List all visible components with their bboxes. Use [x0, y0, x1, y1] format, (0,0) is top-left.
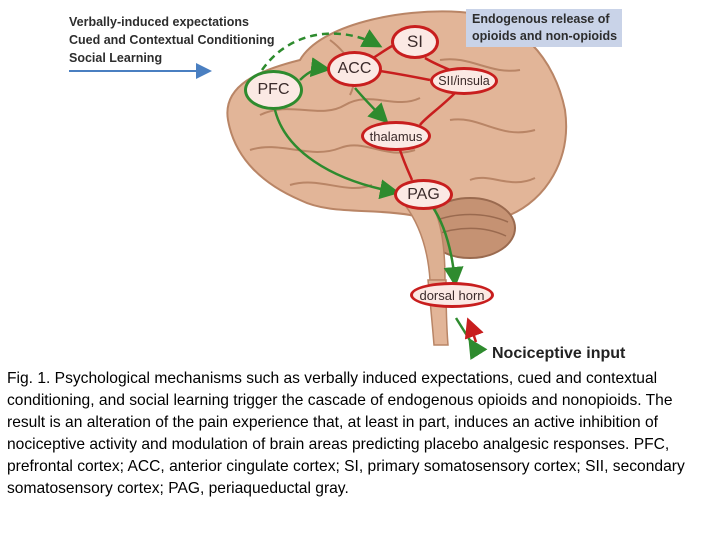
node-sii-insula: SII/insula: [430, 67, 498, 95]
brain-fold: [439, 58, 521, 72]
thalamus-to-pag-link: [398, 149, 414, 181]
brain-illustration: [226, 10, 568, 346]
acc-to-thalamus-arrow: [354, 87, 389, 124]
pfc-to-pag-arrow: [273, 109, 400, 200]
nociceptive-input-label: Nociceptive input: [492, 345, 626, 362]
label-verbal-expectations: Verbally-induced expectations: [69, 15, 249, 29]
pfc-to-acc-arrow: [299, 57, 331, 81]
opioid-box-line1: Endogenous release of: [472, 12, 610, 26]
node-thalamus: thalamus: [361, 121, 431, 151]
opioid-box-line2: opioids and non-opioids: [472, 29, 618, 43]
label-conditioning: Cued and Contextual Conditioning: [69, 33, 275, 47]
figure-caption: Fig. 1. Psychological mechanisms such as…: [7, 370, 685, 497]
opioid-release-box: Endogenous release of opioids and non-op…: [466, 9, 622, 47]
pfc-to-si-dashed-arrow: [260, 29, 383, 71]
sii-to-thalamus-link: [418, 92, 456, 126]
brain-fold: [449, 118, 536, 134]
node-dorsal-horn: dorsal horn: [410, 282, 494, 308]
node-acc: ACC: [327, 51, 382, 87]
brain-fold: [469, 176, 536, 184]
pag-to-dorsal-horn-arrow: [430, 205, 464, 287]
label-social-learning: Social Learning: [69, 51, 163, 65]
node-si: SI: [391, 25, 439, 59]
brain-fold: [249, 144, 416, 154]
green-pathways: [260, 29, 488, 361]
node-pfc: PFC: [244, 70, 303, 110]
brain-fold: [289, 181, 373, 189]
brain-fold: [259, 97, 421, 116]
nociceptive-input-arrow: [464, 317, 484, 343]
descending-output-arrow: [454, 317, 488, 361]
node-pag: PAG: [394, 179, 453, 210]
